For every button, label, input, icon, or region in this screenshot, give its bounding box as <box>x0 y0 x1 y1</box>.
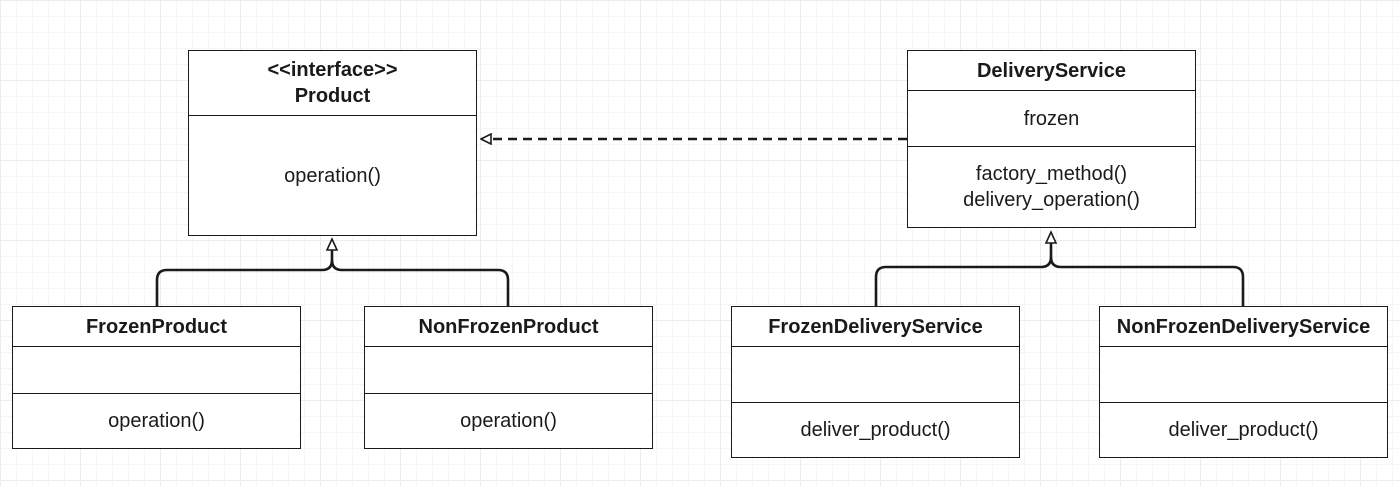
class-product-header: <<interface>> Product <box>189 51 476 115</box>
class-non-frozen-delivery-service-methods: deliver_product() <box>1100 402 1387 457</box>
class-frozen-delivery-service-methods: deliver_product() <box>732 402 1019 457</box>
class-frozen-delivery-service-name: FrozenDeliveryService <box>768 315 983 338</box>
class-delivery-service[interactable]: DeliveryService frozen factory_method() … <box>907 50 1196 228</box>
class-delivery-service-name: DeliveryService <box>976 59 1126 82</box>
class-product[interactable]: <<interface>> Product operation() <box>188 50 477 236</box>
class-frozen-delivery-service-method: deliver_product() <box>800 419 951 441</box>
class-non-frozen-delivery-service[interactable]: NonFrozenDeliveryService deliver_product… <box>1099 306 1388 458</box>
class-non-frozen-product-attributes <box>365 346 652 393</box>
class-non-frozen-product-method: operation() <box>460 410 557 432</box>
class-non-frozen-delivery-service-method: deliver_product() <box>1168 419 1319 441</box>
inheritance-connector-non-frozen-delivery-service <box>1049 256 1245 306</box>
class-frozen-product[interactable]: FrozenProduct operation() <box>12 306 301 449</box>
inheritance-connector-non-frozen-product <box>330 259 510 306</box>
class-non-frozen-product-header: NonFrozenProduct <box>365 307 652 346</box>
class-non-frozen-delivery-service-header: NonFrozenDeliveryService <box>1100 307 1387 346</box>
class-delivery-service-method-factory: factory_method() <box>975 163 1128 185</box>
class-non-frozen-product-methods: operation() <box>365 393 652 448</box>
class-frozen-product-methods: operation() <box>13 393 300 448</box>
class-non-frozen-delivery-service-attributes <box>1100 346 1387 402</box>
class-frozen-product-header: FrozenProduct <box>13 307 300 346</box>
class-frozen-delivery-service[interactable]: FrozenDeliveryService deliver_product() <box>731 306 1020 458</box>
class-delivery-service-attribute: frozen <box>1023 107 1080 130</box>
class-frozen-delivery-service-attributes <box>732 346 1019 402</box>
class-frozen-product-attributes <box>13 346 300 393</box>
class-frozen-delivery-service-header: FrozenDeliveryService <box>732 307 1019 346</box>
inheritance-arrowhead-delivery-service <box>1044 230 1058 244</box>
class-non-frozen-product-name: NonFrozenProduct <box>418 315 599 338</box>
class-delivery-service-method-delivery: delivery_operation() <box>963 189 1140 211</box>
inheritance-connector-frozen-delivery-service <box>874 233 1053 306</box>
class-product-methods: operation() <box>189 115 476 235</box>
class-delivery-service-methods: factory_method() delivery_operation() <box>908 146 1195 227</box>
inheritance-arrowhead-product <box>325 237 339 251</box>
inheritance-connector-frozen-product <box>155 240 334 306</box>
class-product-name: Product <box>294 85 371 107</box>
class-product-method: operation() <box>284 164 381 187</box>
class-delivery-service-header: DeliveryService <box>908 51 1195 90</box>
class-frozen-product-method: operation() <box>108 410 205 432</box>
class-non-frozen-product[interactable]: NonFrozenProduct operation() <box>364 306 653 449</box>
class-non-frozen-delivery-service-name: NonFrozenDeliveryService <box>1116 315 1371 338</box>
class-frozen-product-name: FrozenProduct <box>85 315 228 338</box>
class-delivery-service-attributes: frozen <box>908 90 1195 146</box>
class-product-stereotype: <<interface>> <box>267 59 398 81</box>
